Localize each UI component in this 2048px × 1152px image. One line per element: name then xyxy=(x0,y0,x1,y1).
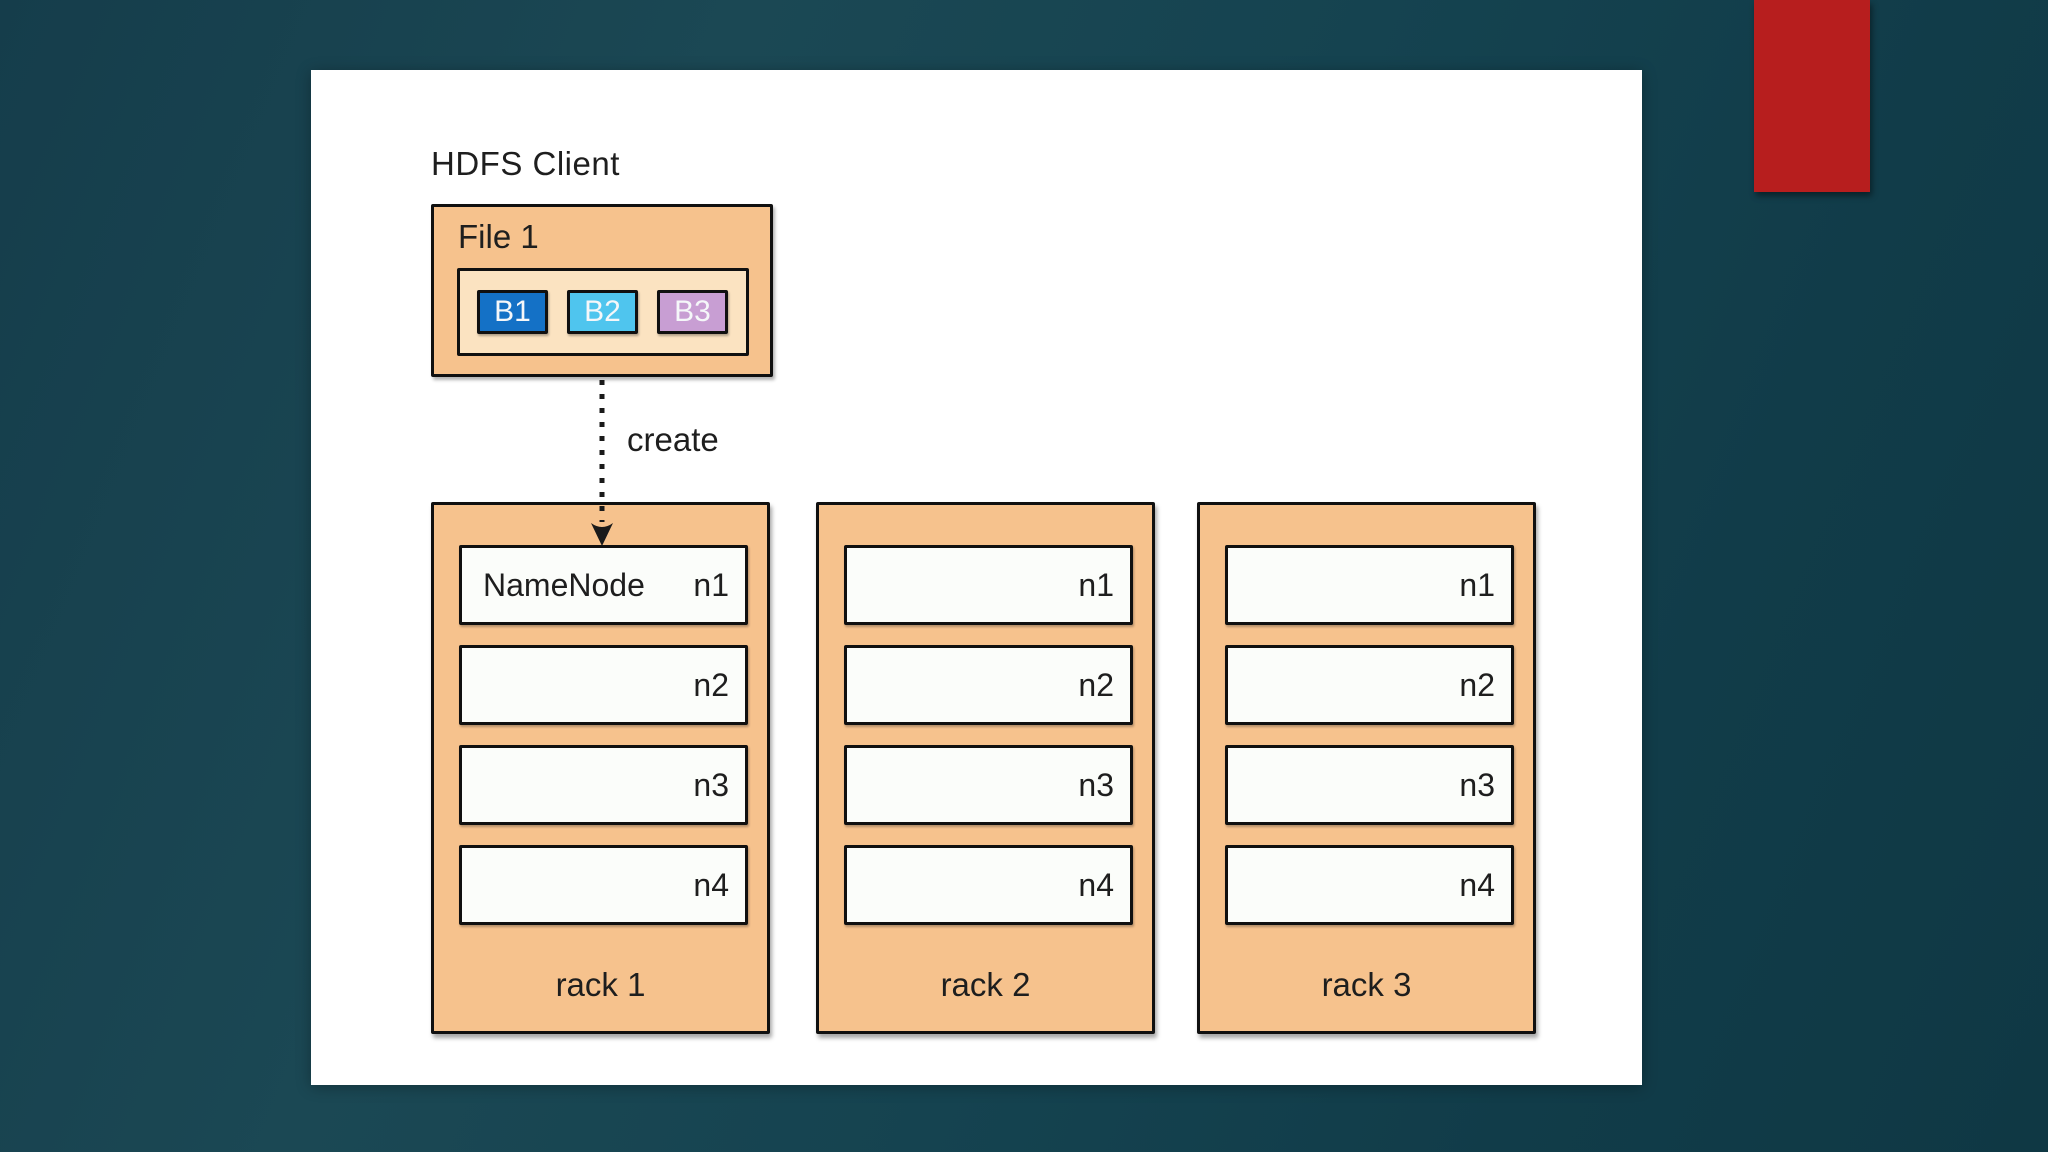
block-b2: B2 xyxy=(567,290,638,334)
node-id: n2 xyxy=(693,666,729,703)
rack3-node-n1: n1 xyxy=(1225,545,1514,625)
file-title: File 1 xyxy=(458,218,539,255)
blocks-tray: B1 B2 B3 xyxy=(457,268,749,356)
node-id: n3 xyxy=(1459,766,1495,803)
hdfs-client-label: HDFS Client xyxy=(431,145,620,182)
red-accent-bar xyxy=(1754,0,1870,192)
rack-2-label: rack 2 xyxy=(940,966,1031,1003)
create-arrow-label: create xyxy=(627,421,719,458)
rack-3-label: rack 3 xyxy=(1321,966,1412,1003)
rack-3: n1 n2 n3 n4 rack 3 xyxy=(1197,502,1536,1034)
rack2-node-n4: n4 xyxy=(844,845,1133,925)
node-id: n4 xyxy=(1078,866,1114,903)
node-id: n2 xyxy=(1459,666,1495,703)
rack1-node-n2: n2 xyxy=(459,645,748,725)
slide: HDFS Client File 1 B1 B2 B3 create NameN… xyxy=(311,70,1642,1085)
rack-1: NameNode n1 n2 n3 n4 rack 1 xyxy=(431,502,770,1034)
rack1-node-n1: NameNode n1 xyxy=(459,545,748,625)
create-arrow-icon xyxy=(591,380,613,546)
node-id: n3 xyxy=(693,766,729,803)
namenode-label: NameNode xyxy=(483,566,645,603)
rack1-node-n3: n3 xyxy=(459,745,748,825)
block-b3: B3 xyxy=(657,290,728,334)
rack-1-label: rack 1 xyxy=(555,966,646,1003)
node-id: n1 xyxy=(1459,566,1495,603)
rack2-node-n2: n2 xyxy=(844,645,1133,725)
rack3-node-n4: n4 xyxy=(1225,845,1514,925)
rack3-node-n3: n3 xyxy=(1225,745,1514,825)
rack1-node-n4: n4 xyxy=(459,845,748,925)
node-id: n3 xyxy=(1078,766,1114,803)
rack2-node-n3: n3 xyxy=(844,745,1133,825)
rack3-node-n2: n2 xyxy=(1225,645,1514,725)
node-id: n1 xyxy=(1078,566,1114,603)
file-box: File 1 B1 B2 B3 xyxy=(431,204,773,377)
node-id: n4 xyxy=(1459,866,1495,903)
rack-2: n1 n2 n3 n4 rack 2 xyxy=(816,502,1155,1034)
rack2-node-n1: n1 xyxy=(844,545,1133,625)
node-id: n1 xyxy=(693,566,729,603)
block-b1: B1 xyxy=(477,290,548,334)
node-id: n2 xyxy=(1078,666,1114,703)
node-id: n4 xyxy=(693,866,729,903)
